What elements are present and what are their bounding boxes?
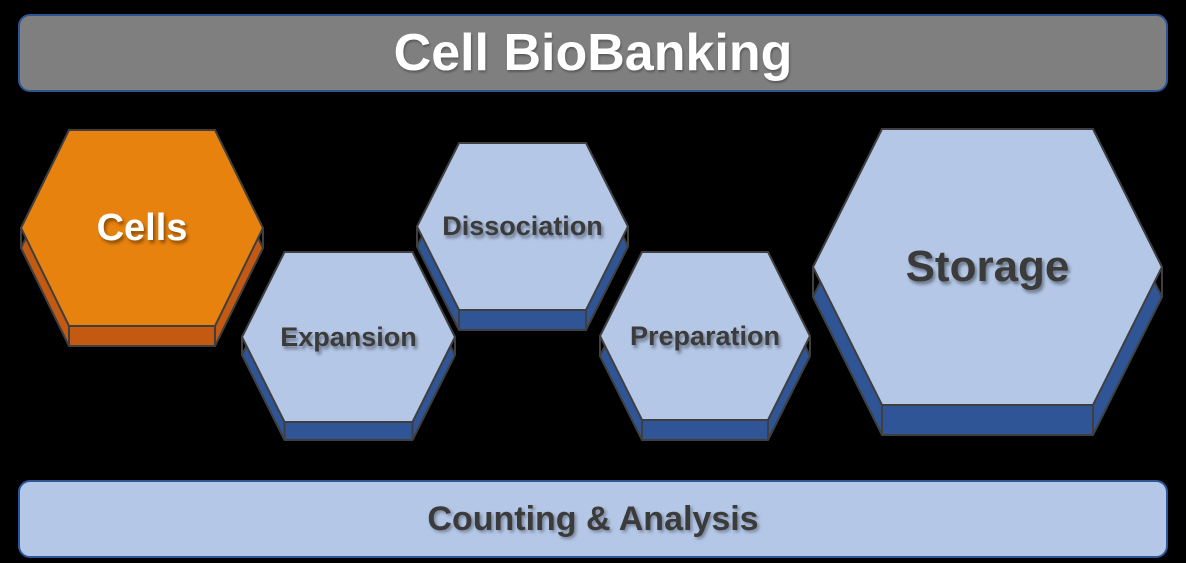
header-banner: Cell BioBanking <box>18 14 1168 92</box>
hexagon-expansion-label: Expansion <box>280 321 417 352</box>
hexagon-cells-shape <box>20 129 264 347</box>
hexagon-storage: Storage <box>811 127 1164 437</box>
hexagon-cells-label: Cells <box>96 206 188 249</box>
hexagon-top-face <box>812 128 1163 406</box>
diagram-title: Cell BioBanking <box>393 24 793 82</box>
hexagon-top-face <box>416 142 629 311</box>
hexagon-preparation-label: Preparation <box>629 320 781 351</box>
hexagon-dissociation-shape <box>416 142 629 331</box>
hexagon-top-face <box>20 129 264 327</box>
hexagon-expansion-shape <box>241 251 456 441</box>
hexagon-preparation-shape <box>599 251 811 441</box>
hexagon-storage-shape <box>812 128 1163 436</box>
hexagon-storage-label: Storage <box>905 242 1070 291</box>
hexagon-cells: Cells <box>19 128 265 350</box>
footer-label: Counting & Analysis <box>427 499 759 538</box>
footer-banner: Counting & Analysis <box>18 480 1168 558</box>
hexagon-top-face <box>241 251 456 423</box>
hexagon-dissociation-label: Dissociation <box>442 211 603 241</box>
hexagon-preparation: Preparation <box>598 250 812 442</box>
hexagon-expansion: Expansion <box>240 250 457 442</box>
hexagon-top-face <box>599 251 811 421</box>
hexagon-dissociation: Dissociation <box>415 141 630 332</box>
